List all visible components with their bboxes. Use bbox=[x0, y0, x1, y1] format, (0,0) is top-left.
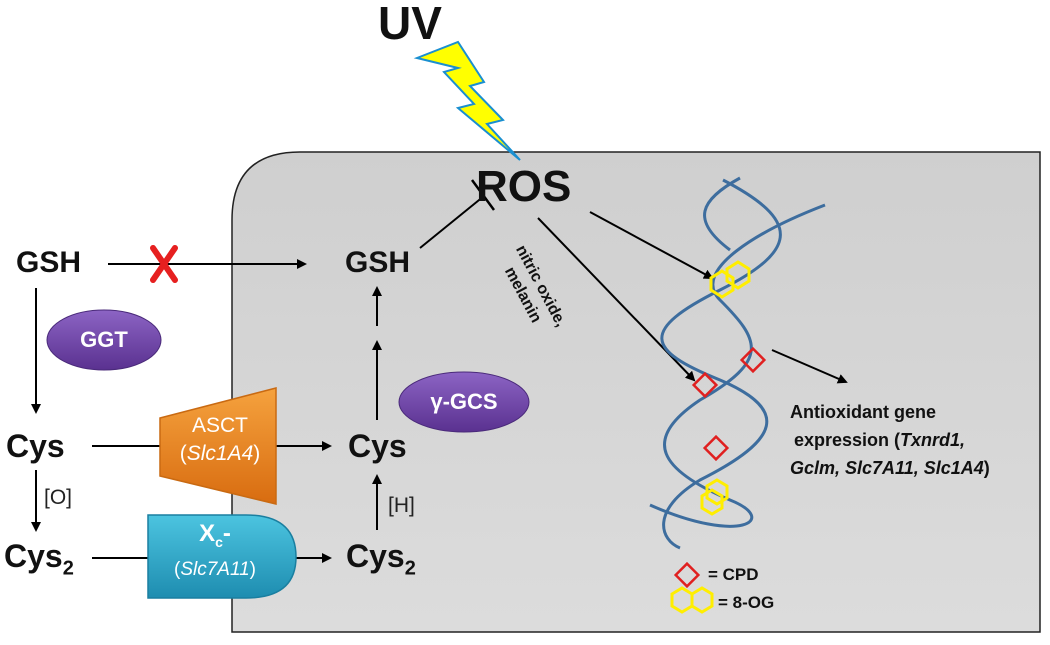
arrow-dna-to-genes bbox=[771, 349, 848, 384]
ggt-label: GGT bbox=[80, 327, 128, 352]
cys2-inside-text: Cys bbox=[346, 538, 405, 574]
xc-subscript: c bbox=[215, 533, 223, 550]
cys-outside-label: Cys bbox=[6, 428, 65, 464]
antioxidant-line2-genes: Txnrd1, bbox=[900, 430, 966, 450]
legend-8og-icon bbox=[670, 586, 714, 614]
asct-gene: Slc1A4 bbox=[186, 442, 254, 465]
cpd-mark bbox=[739, 346, 767, 374]
asct-name: ASCT bbox=[191, 414, 248, 437]
asct-gene-line: (Slc1A4) bbox=[179, 442, 261, 465]
inhibition-bar bbox=[470, 179, 496, 211]
legend-cpd-icon bbox=[673, 561, 701, 589]
ros-label: ROS bbox=[476, 162, 572, 211]
cys2-outside-text: Cys bbox=[4, 538, 63, 574]
antioxidant-line3-genes: Gclm, Slc7A11, Slc1A4 bbox=[790, 458, 984, 478]
cys-inside-label: Cys bbox=[348, 428, 407, 464]
dna-double-helix bbox=[649, 176, 826, 550]
oxidation-label: [O] bbox=[44, 486, 73, 509]
xc-transporter bbox=[147, 514, 297, 599]
cys2-inside-label: Cys2 bbox=[346, 538, 416, 580]
cpd-lesion-marks bbox=[691, 346, 767, 462]
antioxidant-line2: expression (Txnrd1, bbox=[790, 426, 990, 454]
xc-gene-line: (Slc7A11) bbox=[173, 558, 256, 580]
cys2-outside-subscript: 2 bbox=[62, 557, 74, 580]
xc-name: X bbox=[199, 520, 216, 547]
cpd-mark bbox=[702, 434, 730, 462]
cys2-inside-subscript: 2 bbox=[404, 557, 416, 580]
8og-mark bbox=[700, 478, 729, 516]
8og-lesion-marks bbox=[700, 260, 751, 516]
antioxidant-line2-prefix: expression ( bbox=[794, 430, 901, 450]
gamma-gcs-label: γ-GCS bbox=[430, 389, 498, 414]
antioxidant-line1: Antioxidant gene bbox=[790, 402, 937, 422]
block-x-icon bbox=[150, 245, 178, 283]
arrow-ros-to-8og bbox=[589, 211, 714, 279]
cell-body bbox=[231, 151, 1041, 633]
asct-label: ASCT (Slc1A4) bbox=[164, 412, 276, 468]
gsh-inside-label: GSH bbox=[345, 246, 411, 279]
8og-mark bbox=[709, 260, 751, 299]
xc-label: Xc- (Slc7A11) bbox=[150, 520, 280, 584]
gamma-gcs-enzyme bbox=[398, 371, 530, 433]
xc-gene: Slc7A11 bbox=[180, 558, 250, 580]
gsh-outside-label: GSH bbox=[16, 246, 82, 279]
legend-8og-label: = 8-OG bbox=[718, 593, 775, 612]
uv-lightning-bolt-icon bbox=[413, 40, 521, 161]
cys2-outside-label: Cys2 bbox=[4, 538, 74, 580]
antioxidant-line3: Gclm, Slc7A11, Slc1A4) bbox=[790, 454, 990, 482]
xc-suffix: - bbox=[222, 520, 231, 547]
ggt-enzyme bbox=[46, 309, 162, 371]
xc-name-line: Xc- bbox=[150, 520, 280, 556]
inhibition-gsh-ros bbox=[419, 195, 485, 249]
reduction-label: [H] bbox=[388, 494, 415, 517]
legend-cpd-label: = CPD bbox=[708, 565, 759, 584]
antioxidant-genes-label: Antioxidant gene expression (Txnrd1, Gcl… bbox=[790, 398, 990, 482]
antioxidant-line3-suffix: ) bbox=[983, 458, 990, 478]
uv-label: UV bbox=[378, 0, 442, 49]
cpd-mark bbox=[691, 371, 719, 399]
asct-transporter bbox=[159, 387, 277, 505]
